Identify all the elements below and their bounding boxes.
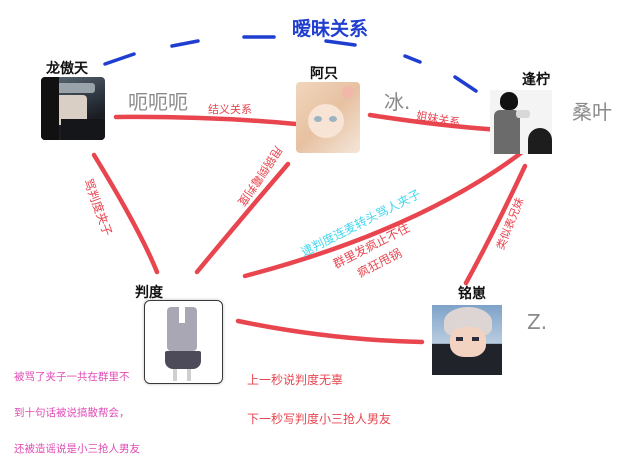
edge-azhi-pandu <box>194 161 291 275</box>
alias-fengning: 桑叶 <box>572 100 612 124</box>
edge-longaotian-pandu <box>91 152 160 275</box>
node-name-fengning: 逢柠 <box>522 72 550 88</box>
node-name-pandu: 判度 <box>135 285 163 301</box>
edge-fengning-mingwei <box>463 163 528 286</box>
manga-boys-avatar-icon[interactable] <box>490 90 552 154</box>
alias-longaotian: 呃呃呃 <box>128 90 188 114</box>
relationship-lines <box>91 35 528 345</box>
alias-mingwei: Z. <box>527 310 548 334</box>
node-name-longaotian: 龙傲天 <box>46 61 88 77</box>
pandu-note-line1: 被骂了夹子一共在群里不 <box>14 371 130 383</box>
node-name-mingwei: 铭崽 <box>458 286 486 302</box>
pandu-note: 被骂了夹子一共在群里不 到十句话被说搞散帮会， 还被造谣说是小三抢人男友 <box>14 347 140 467</box>
pandu-note-line2: 到十句话被说搞散帮会， <box>14 407 130 419</box>
edge-azhi-fengning <box>367 112 503 133</box>
edge-fengning-pandu <box>242 147 528 279</box>
ambiguous-relation-title: 暧昧关系 <box>292 18 369 40</box>
edge-longaotian-azhi <box>113 114 299 127</box>
edge-label-pandu-mingwei-line2: 下一秒写判度小三抢人男友 <box>247 412 392 426</box>
edge-label-sworn-siblings: 结义关系 <box>208 103 252 116</box>
dark-haired-ninja-avatar-icon[interactable] <box>41 77 105 140</box>
silver-hair-boy-avatar-icon[interactable] <box>432 305 502 375</box>
blonde-girl-avatar-icon[interactable] <box>296 82 360 153</box>
edge-label-pandu-mingwei-line1: 上一秒说判度无辜 <box>247 373 344 387</box>
alias-azhi: 冰. <box>384 90 411 114</box>
schoolgirl-uniform-avatar-icon[interactable] <box>144 300 223 384</box>
edge-label-pandu-mingwei: 上一秒说判度无辜 下一秒写判度小三抢人男友 <box>247 348 391 439</box>
node-name-azhi: 阿只 <box>310 66 338 82</box>
edge-pandu-mingwei <box>235 318 425 345</box>
pandu-note-line3: 还被造谣说是小三抢人男友 <box>14 443 140 455</box>
